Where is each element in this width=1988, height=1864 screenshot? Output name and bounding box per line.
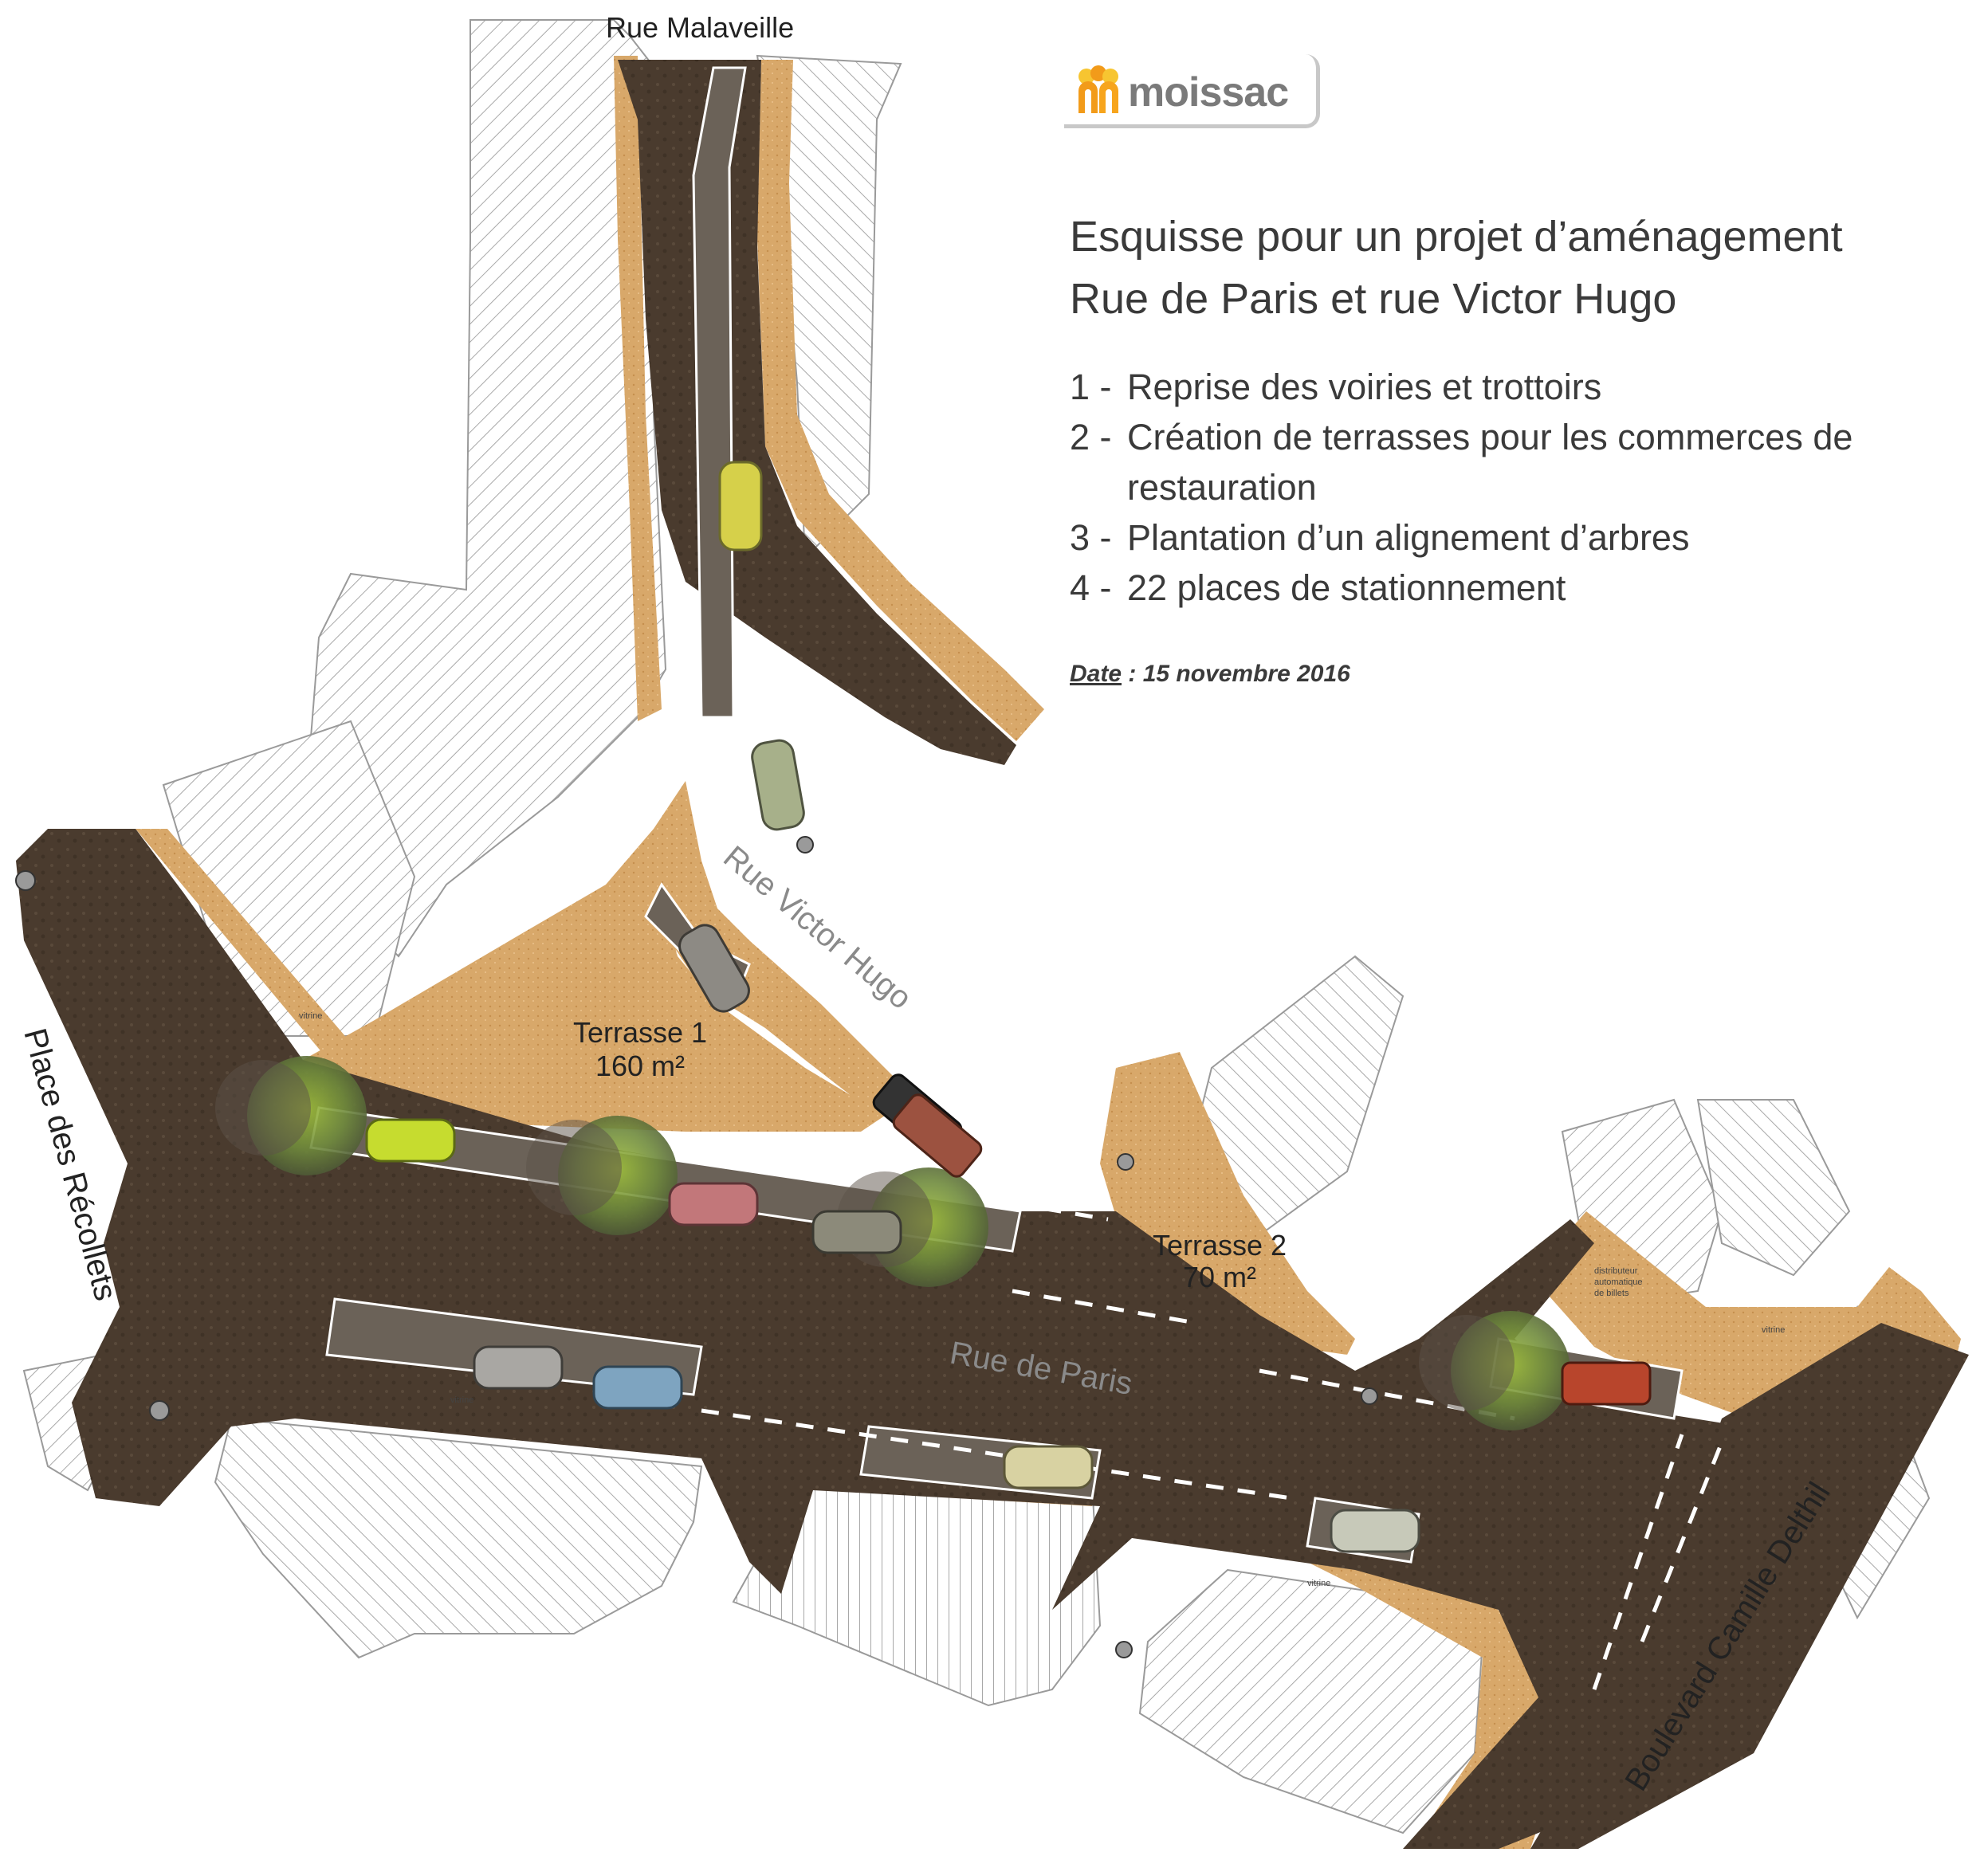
car bbox=[892, 1093, 983, 1178]
item-number: 2 - bbox=[1070, 417, 1112, 457]
terrace-1-area: 160 m² bbox=[595, 1050, 685, 1082]
item-text: Plantation d’un alignement d’arbres bbox=[1127, 517, 1690, 558]
car bbox=[1330, 1509, 1420, 1553]
car bbox=[365, 1118, 456, 1163]
car bbox=[751, 739, 805, 831]
manhole bbox=[15, 870, 36, 891]
date-line: Date : 15 novembre 2016 bbox=[1070, 661, 1962, 688]
manholes bbox=[15, 836, 1378, 1658]
project-item: 1 - Reprise des voiries et trottoirs bbox=[1070, 362, 1962, 412]
car bbox=[1003, 1445, 1094, 1489]
item-text: Création de terrasses pour les commerces… bbox=[1127, 417, 1853, 508]
manhole bbox=[149, 1400, 170, 1421]
terrace-1-area bbox=[303, 781, 925, 1132]
label-rue-malaveille: Rue Malaveille bbox=[606, 11, 794, 44]
terrace-1-name: Terrasse 1 bbox=[573, 1016, 707, 1049]
car bbox=[592, 1365, 683, 1410]
item-number: 4 - bbox=[1070, 567, 1112, 608]
title-line-1: Esquisse pour un projet d’aménagement bbox=[1070, 213, 1843, 261]
moissac-logo: moissac bbox=[1064, 54, 1320, 128]
car bbox=[1561, 1361, 1652, 1406]
sidewalk-victor-hugo-east bbox=[757, 60, 1044, 741]
project-item: 4 - 22 places de stationnement bbox=[1070, 563, 1962, 613]
sidewalk-paris-north-west bbox=[136, 829, 359, 1068]
car bbox=[718, 461, 763, 551]
building-block bbox=[214, 1417, 703, 1659]
item-number: 3 - bbox=[1070, 517, 1112, 558]
car bbox=[678, 924, 750, 1013]
annotation-vitrine: vitrine bbox=[299, 1011, 322, 1021]
annotation-distributeur-1: distributeur bbox=[1594, 1266, 1638, 1276]
date-value: 15 novembre 2016 bbox=[1142, 661, 1350, 687]
car bbox=[668, 1182, 759, 1226]
moissac-logo-icon bbox=[1078, 65, 1118, 113]
title-line-2: Rue de Paris et rue Victor Hugo bbox=[1070, 275, 1677, 323]
annotation-vitrine: vitrine bbox=[1762, 1325, 1785, 1335]
terrace-2-name: Terrasse 2 bbox=[1153, 1229, 1287, 1262]
tree bbox=[1419, 1311, 1570, 1430]
sidewalk-victor-hugo-west bbox=[614, 56, 662, 721]
car bbox=[811, 1210, 902, 1254]
manhole bbox=[1361, 1387, 1378, 1405]
annotations: vitrine vitrine vitrine vitrine distribu… bbox=[299, 1011, 1785, 1588]
annotation-vitrine: vitrine bbox=[1307, 1579, 1330, 1588]
annotation-distributeur-3: de billets bbox=[1594, 1289, 1629, 1298]
logo-frame bbox=[1064, 54, 1320, 128]
tree bbox=[526, 1116, 678, 1235]
date-separator: : bbox=[1122, 661, 1143, 687]
terrace-2-area: 70 m² bbox=[1183, 1261, 1256, 1293]
project-items-list: 1 - Reprise des voiries et trottoirs 2 - C… bbox=[1070, 362, 1962, 613]
title-block: Esquisse pour un projet d’aménagement Ru… bbox=[1070, 206, 1962, 688]
parking-strip-victor-hugo bbox=[692, 66, 747, 719]
car bbox=[473, 1345, 564, 1390]
date-label: Date bbox=[1070, 661, 1122, 687]
buildings bbox=[22, 19, 1931, 1835]
logo-name: moissac bbox=[1128, 69, 1289, 116]
annotation-vitrine: vitrine bbox=[450, 1395, 473, 1405]
trees bbox=[215, 1056, 1570, 1430]
project-item: 3 - Plantation d’un alignement d’arbres bbox=[1070, 512, 1962, 563]
project-item: 2 - Création de terrasses pour les commer… bbox=[1070, 412, 1962, 512]
manhole bbox=[796, 836, 814, 854]
tree bbox=[215, 1056, 367, 1175]
item-text: 22 places de stationnement bbox=[1127, 567, 1566, 608]
terrace-labels: Terrasse 1 160 m² Terrasse 2 70 m² bbox=[573, 1016, 1287, 1293]
building-block bbox=[1696, 1099, 1851, 1277]
sidewalks bbox=[136, 56, 1961, 1849]
annotation-distributeur-2: automatique bbox=[1594, 1277, 1643, 1287]
road-markings bbox=[701, 1201, 1724, 1690]
building-block bbox=[732, 1457, 1102, 1707]
manhole bbox=[1115, 1641, 1133, 1658]
cars bbox=[365, 461, 1652, 1553]
item-text: Reprise des voiries et trottoirs bbox=[1127, 367, 1602, 407]
manhole bbox=[1117, 1153, 1134, 1171]
road-rue-de-paris bbox=[16, 829, 1794, 1849]
item-number: 1 - bbox=[1070, 367, 1112, 407]
road-boulevard-camille-delthil bbox=[1530, 1323, 1969, 1849]
